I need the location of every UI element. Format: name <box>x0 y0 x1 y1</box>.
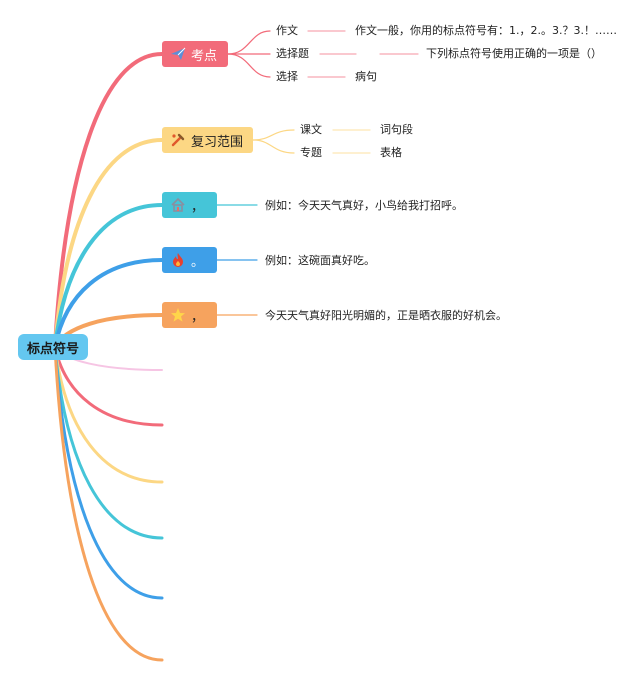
empty-branch-line <box>53 345 164 427</box>
leaf-bingju[interactable]: 病句 <box>355 70 377 83</box>
subtopic-xuanze[interactable]: 选择 <box>276 70 298 83</box>
leaf-xuanzeti-detail[interactable]: 下列标点符号使用正确的一项是（） <box>426 47 602 60</box>
root-node[interactable]: 标点符号 <box>18 334 88 360</box>
topic-node-fuxi-fanwei[interactable]: 复习范围 <box>162 127 253 153</box>
subtopic-line <box>252 139 295 154</box>
topic-branch-line <box>53 52 164 349</box>
empty-branch-line <box>53 345 164 540</box>
topic-branch-line <box>53 258 164 349</box>
subtopic-xuanzeti[interactable]: 选择题 <box>276 47 309 60</box>
topic-label: 考点 <box>191 48 218 64</box>
topic-branch-line <box>53 203 164 349</box>
leaf-zuowen-detail[interactable]: 作文一般，你用的标点符号有：1.，2.。3.？3.！…… <box>355 24 617 37</box>
leaf-biaoge[interactable]: 表格 <box>380 146 402 159</box>
leaf-cijuduan[interactable]: 词句段 <box>380 123 413 136</box>
subtopic-kewen[interactable]: 课文 <box>300 123 322 136</box>
tools-icon <box>170 132 186 148</box>
fire-icon <box>170 252 186 268</box>
empty-branch-line <box>53 345 164 662</box>
topic-label: ， <box>191 199 205 215</box>
root-label: 标点符号 <box>26 341 79 357</box>
star-icon <box>170 307 186 323</box>
topic-node-douhao-2[interactable]: ， <box>162 302 217 328</box>
leaf-juhao-example[interactable]: 例如：这碗面真好吃。 <box>265 254 375 267</box>
home-icon <box>170 197 186 213</box>
topic-label: ， <box>191 309 205 325</box>
subtopic-line <box>227 53 271 78</box>
topic-node-douhao[interactable]: ， <box>162 192 217 218</box>
topic-label: 复习范围 <box>191 134 244 150</box>
leaf-douhao-example[interactable]: 例如：今天天气真好，小鸟给我打招呼。 <box>265 199 463 212</box>
empty-branch-line <box>53 345 164 484</box>
subtopic-line <box>252 129 295 141</box>
topic-branch-line <box>53 138 164 349</box>
topic-node-juhao[interactable]: 。 <box>162 247 217 273</box>
topic-label: 。 <box>191 254 205 270</box>
subtopic-zhuanti[interactable]: 专题 <box>300 146 322 159</box>
leaf-douhao-2-example[interactable]: 今天天气真好阳光明媚的，正是晒衣服的好机会。 <box>265 309 507 322</box>
topic-node-kaodian[interactable]: 考点 <box>162 41 228 67</box>
subtopic-zuowen[interactable]: 作文 <box>276 24 298 37</box>
subtopic-line <box>227 30 271 55</box>
paper-plane-icon <box>170 46 186 62</box>
